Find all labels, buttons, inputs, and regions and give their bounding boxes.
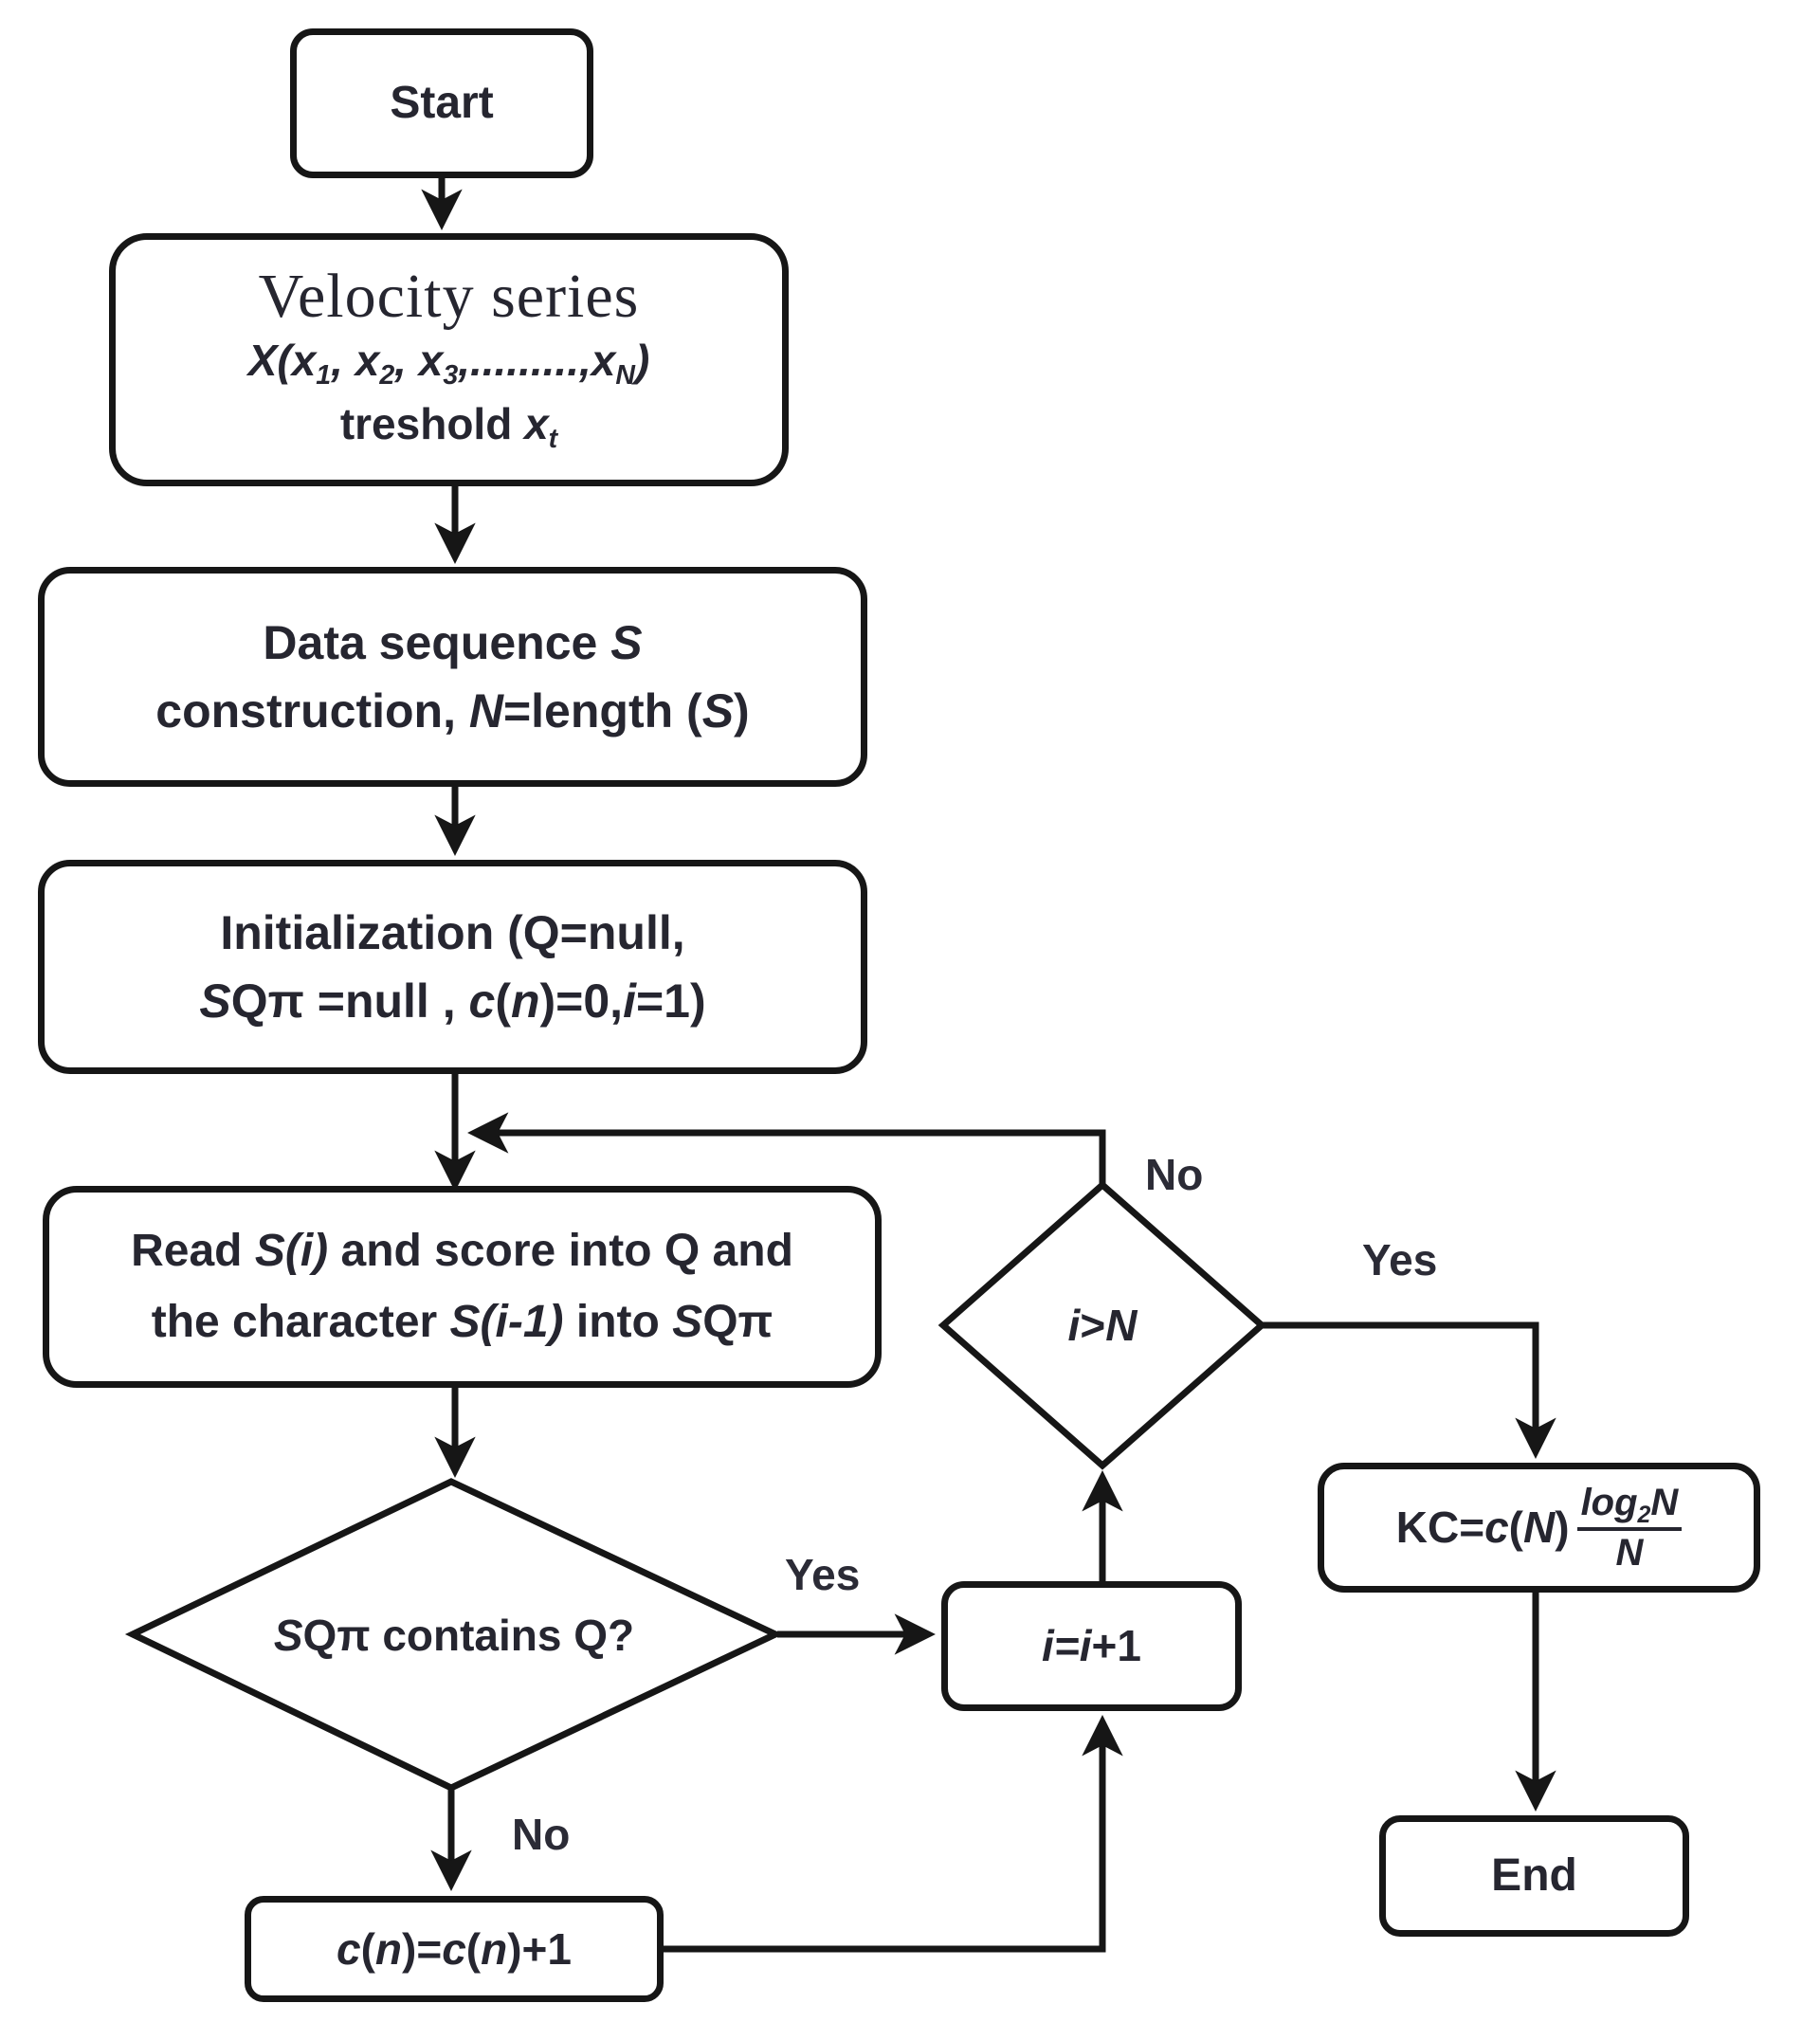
end-label: End [1491,1850,1577,1902]
edge-label-in-yes: Yes [1362,1235,1438,1284]
decision-i-greater-n-label: i>N [1067,1301,1138,1350]
counter-node: c(n)=c(n)+1 [245,1896,664,2002]
edge-label-in-no: No [1145,1150,1204,1199]
initialization-line1: Initialization (Q=null, [220,905,685,959]
velocity-title: Velocity series [258,261,640,331]
kc-formula-node: KC=c(N) log2N N [1318,1463,1760,1593]
kc-fraction-denominator: N [1615,1532,1644,1575]
edge-label-sqpi-no: No [512,1810,571,1859]
read-node: Read S(i) and score into Q and the chara… [43,1186,882,1388]
data-sequence-node: Data sequence S construction, N=length (… [38,567,867,787]
kc-formula: KC=c(N) log2N N [1395,1483,1683,1575]
edge-loop-return-no [467,1112,1106,1187]
velocity-series-expression: X(x1, x2, x3,.........,xN) [247,336,650,392]
increment-label: i=i+1 [1042,1621,1141,1671]
decision-sqpi-label: SQπ contains Q? [273,1610,635,1660]
start-label: Start [390,78,494,129]
kc-fraction: log2N N [1576,1483,1683,1575]
counter-label: c(n)=c(n)+1 [336,1923,572,1974]
velocity-series-node: Velocity series X(x1, x2, x3,.........,x… [109,233,789,486]
read-line2: the character S(i-1) into SQπ [151,1296,774,1347]
edge-in-yes-to-kc [1262,1321,1556,1459]
kc-fraction-numerator: log2N [1576,1483,1683,1532]
edge-label-sqpi-yes: Yes [785,1550,861,1599]
decision-diamond-sqpi [124,1478,784,1792]
kc-prefix: KC=c(N) [1395,1503,1570,1553]
end-node: End [1379,1815,1689,1937]
data-sequence-line1: Data sequence S [263,615,643,669]
start-node: Start [290,28,593,178]
velocity-threshold: treshold xt [339,398,558,454]
edge-counter-to-increment [664,1715,1123,1953]
initialization-line2: SQπ =null , c(n)=0,i=1) [199,974,706,1028]
decision-diamond-i-greater-n [937,1180,1267,1470]
data-sequence-line2: construction, N=length (S) [155,684,750,738]
initialization-node: Initialization (Q=null, SQπ =null , c(n)… [38,860,867,1074]
increment-node: i=i+1 [941,1581,1242,1711]
read-line1: Read S(i) and score into Q and [131,1226,793,1277]
